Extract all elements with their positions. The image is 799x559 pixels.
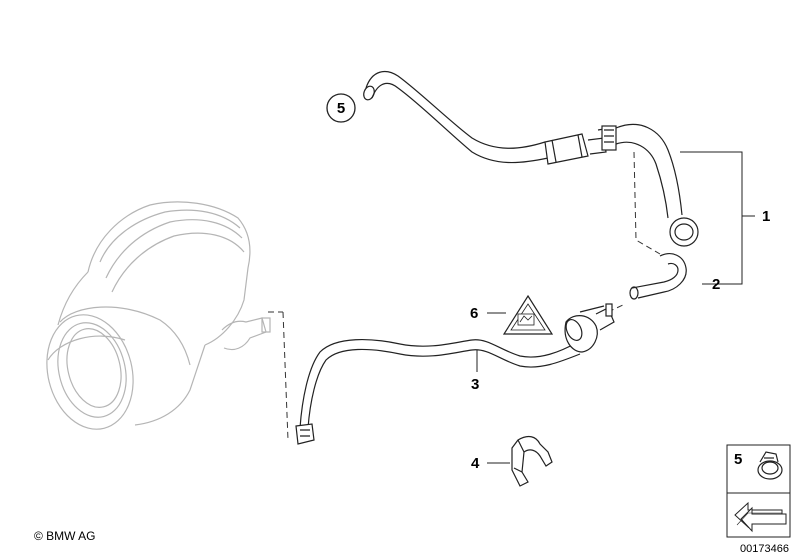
arrow-icon	[734, 501, 787, 533]
inset-panel: 5	[726, 444, 791, 538]
callout-6[interactable]: 6	[470, 305, 478, 322]
clip-part-4	[511, 435, 553, 487]
copyright-text: © BMW AG	[34, 529, 96, 543]
callout-bracket	[680, 151, 755, 285]
callout-3[interactable]: 3	[471, 376, 479, 393]
image-number: 00173466	[740, 543, 789, 555]
callout-2[interactable]: 2	[712, 276, 720, 293]
dashed-leaders	[268, 151, 661, 441]
hose-part-2	[629, 253, 687, 300]
callout-1[interactable]: 1	[762, 208, 770, 225]
warning-label-part-6	[502, 294, 554, 335]
line-part-3	[295, 303, 615, 445]
hose-clamp-icon	[757, 451, 783, 480]
callout-circle-5[interactable]: 5	[326, 93, 356, 123]
svg-text:5: 5	[337, 100, 345, 117]
hose-part-1	[363, 70, 699, 247]
inset-callout-5[interactable]: 5	[734, 451, 742, 468]
air-intake-boot	[46, 201, 271, 430]
callout-4[interactable]: 4	[471, 455, 480, 472]
